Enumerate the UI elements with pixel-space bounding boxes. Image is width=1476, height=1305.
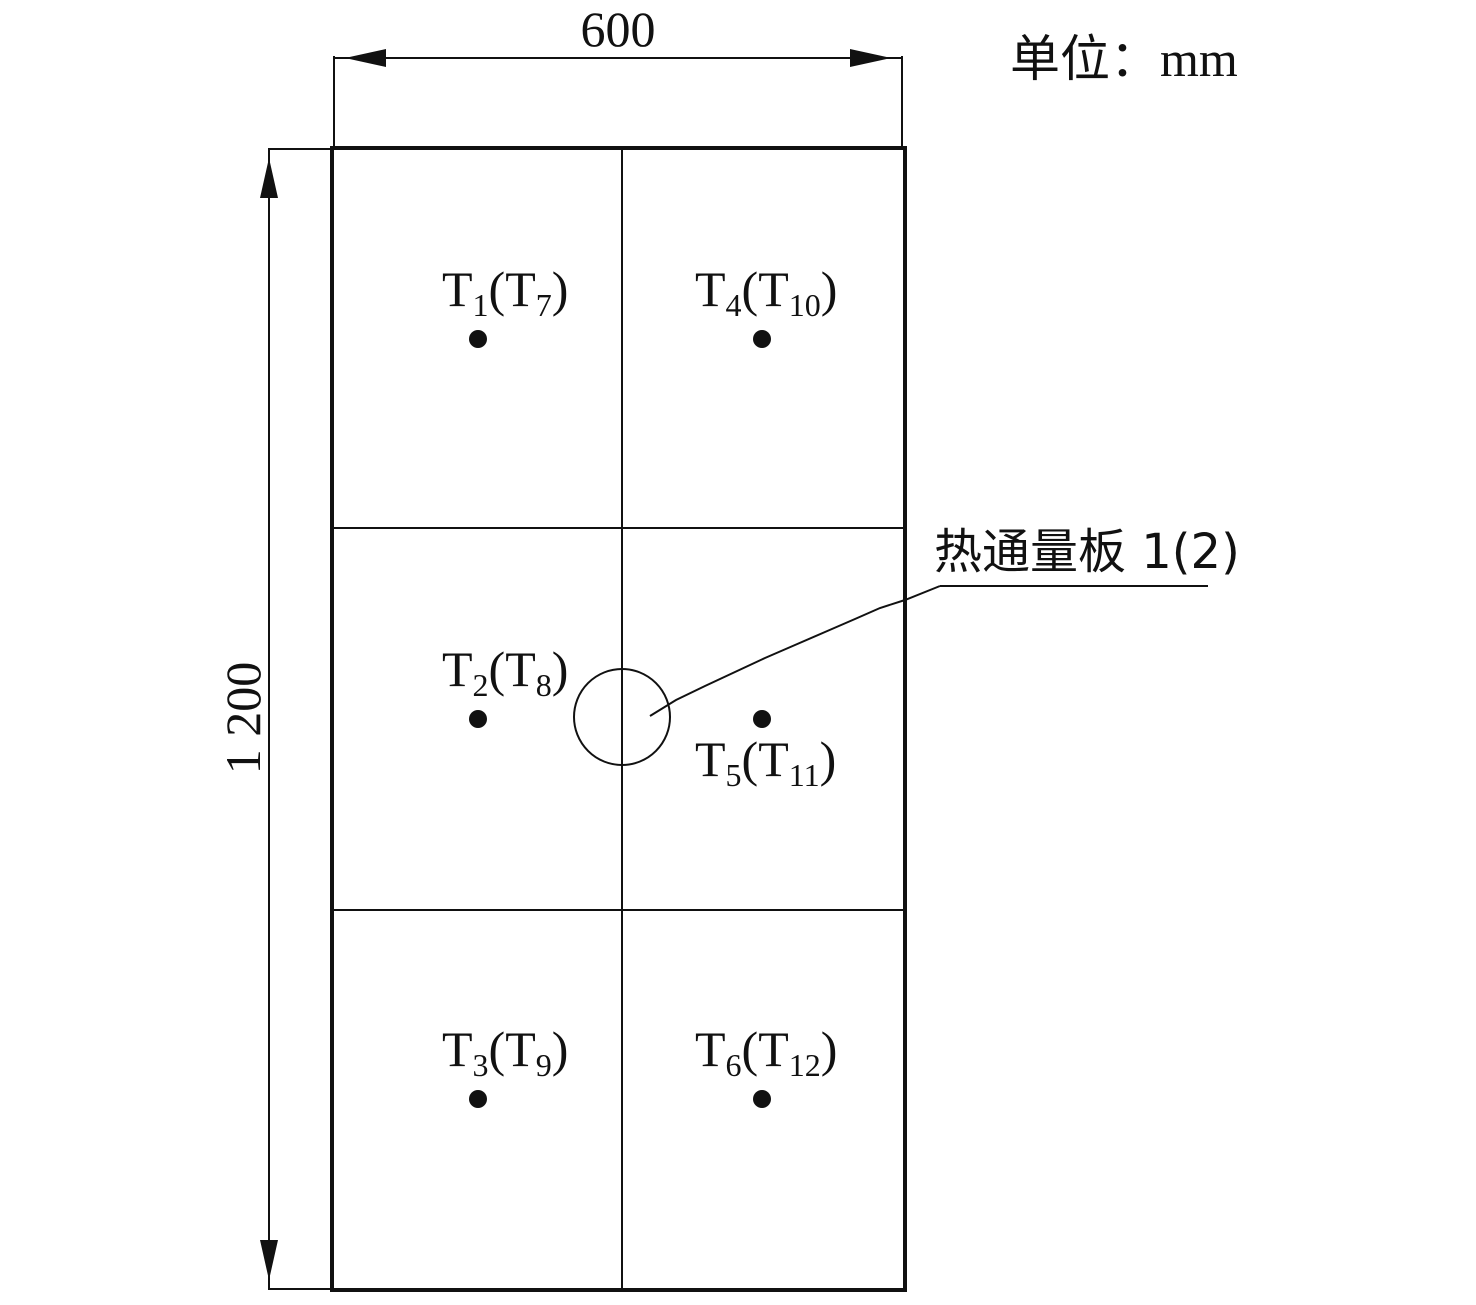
sensor-1: T1(T7): [442, 261, 568, 348]
height-arrow-bottom: [260, 1240, 278, 1280]
width-dimension: 600: [333, 1, 903, 146]
sensor-label: T1(T7): [442, 261, 568, 323]
sensor-label: T3(T9): [442, 1021, 568, 1083]
sensor-label: T5(T11): [695, 731, 836, 793]
sensor-point: [469, 330, 487, 348]
sensor-6: T6(T12): [695, 1021, 837, 1108]
sensor-point: [469, 710, 487, 728]
sensor-2: T2(T8): [442, 641, 568, 728]
heat-flux-plate-label: 热通量板 1(2): [934, 524, 1240, 580]
heat-flux-plate: 热通量板 1(2): [573, 524, 1240, 766]
sensor-point: [753, 330, 771, 348]
height-arrow-top: [260, 158, 278, 198]
heat-flux-plate-circle: [573, 668, 671, 766]
sensor-5: T5(T11): [695, 710, 836, 793]
sensor-point: [469, 1090, 487, 1108]
callout-leader-line: [649, 585, 941, 717]
sensor-4: T4(T10): [695, 261, 837, 348]
sensor-point: [753, 1090, 771, 1108]
sensor-label: T2(T8): [442, 641, 568, 703]
width-dimension-label: 600: [581, 1, 656, 57]
panel: [330, 146, 907, 1292]
sensor-3: T3(T9): [442, 1021, 568, 1108]
sensor-label: T4(T10): [695, 261, 837, 323]
width-arrow-right: [850, 49, 891, 67]
width-arrow-left: [345, 49, 386, 67]
panel-outline: [330, 146, 907, 1292]
height-dimension: 1 200: [215, 148, 332, 1290]
height-dimension-label: 1 200: [215, 662, 271, 775]
unit-label: 单位：mm: [1010, 31, 1238, 87]
sensor-point: [753, 710, 771, 728]
sensor-label: T6(T12): [695, 1021, 837, 1083]
